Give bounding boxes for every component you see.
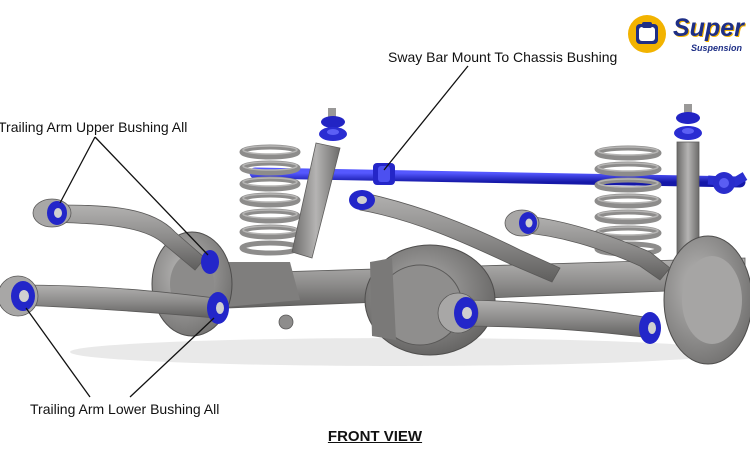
right-shock-top-bushing bbox=[676, 112, 700, 124]
lower-bushing-label: Trailing Arm Lower Bushing All bbox=[30, 401, 220, 417]
lower-bushing-leader-left bbox=[25, 307, 91, 398]
left-shock-absorber bbox=[291, 108, 347, 259]
sway-bar bbox=[249, 163, 748, 194]
logo-emblem-icon bbox=[628, 15, 666, 53]
upper-bushing-leader-left bbox=[59, 136, 96, 204]
view-title: FRONT VIEW bbox=[327, 428, 423, 445]
upper-bushing-label: Trailing Arm Upper Bushing All bbox=[0, 119, 188, 135]
sway-bar-leader bbox=[383, 65, 469, 171]
left-lower-trailing-arm bbox=[0, 275, 294, 330]
right-coil-spring bbox=[594, 145, 662, 257]
leader-lines bbox=[25, 65, 469, 398]
sway-bar-label: Sway Bar Mount To Chassis Bushing bbox=[388, 49, 618, 65]
lower-bushing-leader-right bbox=[129, 317, 215, 398]
floor-shadow bbox=[70, 338, 730, 366]
right-shock-absorber bbox=[674, 104, 702, 261]
left-upper-trailing-arm bbox=[32, 198, 219, 274]
right-lower-trailing-arm bbox=[437, 292, 661, 344]
brand-logo: Super Suspension bbox=[625, 12, 750, 58]
right-upper-trailing-arm bbox=[349, 190, 671, 283]
left-coil-spring bbox=[239, 144, 301, 256]
left-upper-front-bushing bbox=[201, 250, 219, 274]
left-shock-top-bushing bbox=[321, 116, 345, 128]
brand-wordmark: Super bbox=[673, 14, 744, 42]
right-brake-drum bbox=[663, 235, 750, 365]
upper-bushing-leader-right bbox=[94, 136, 209, 256]
brand-tagline: Suspension bbox=[691, 43, 743, 53]
